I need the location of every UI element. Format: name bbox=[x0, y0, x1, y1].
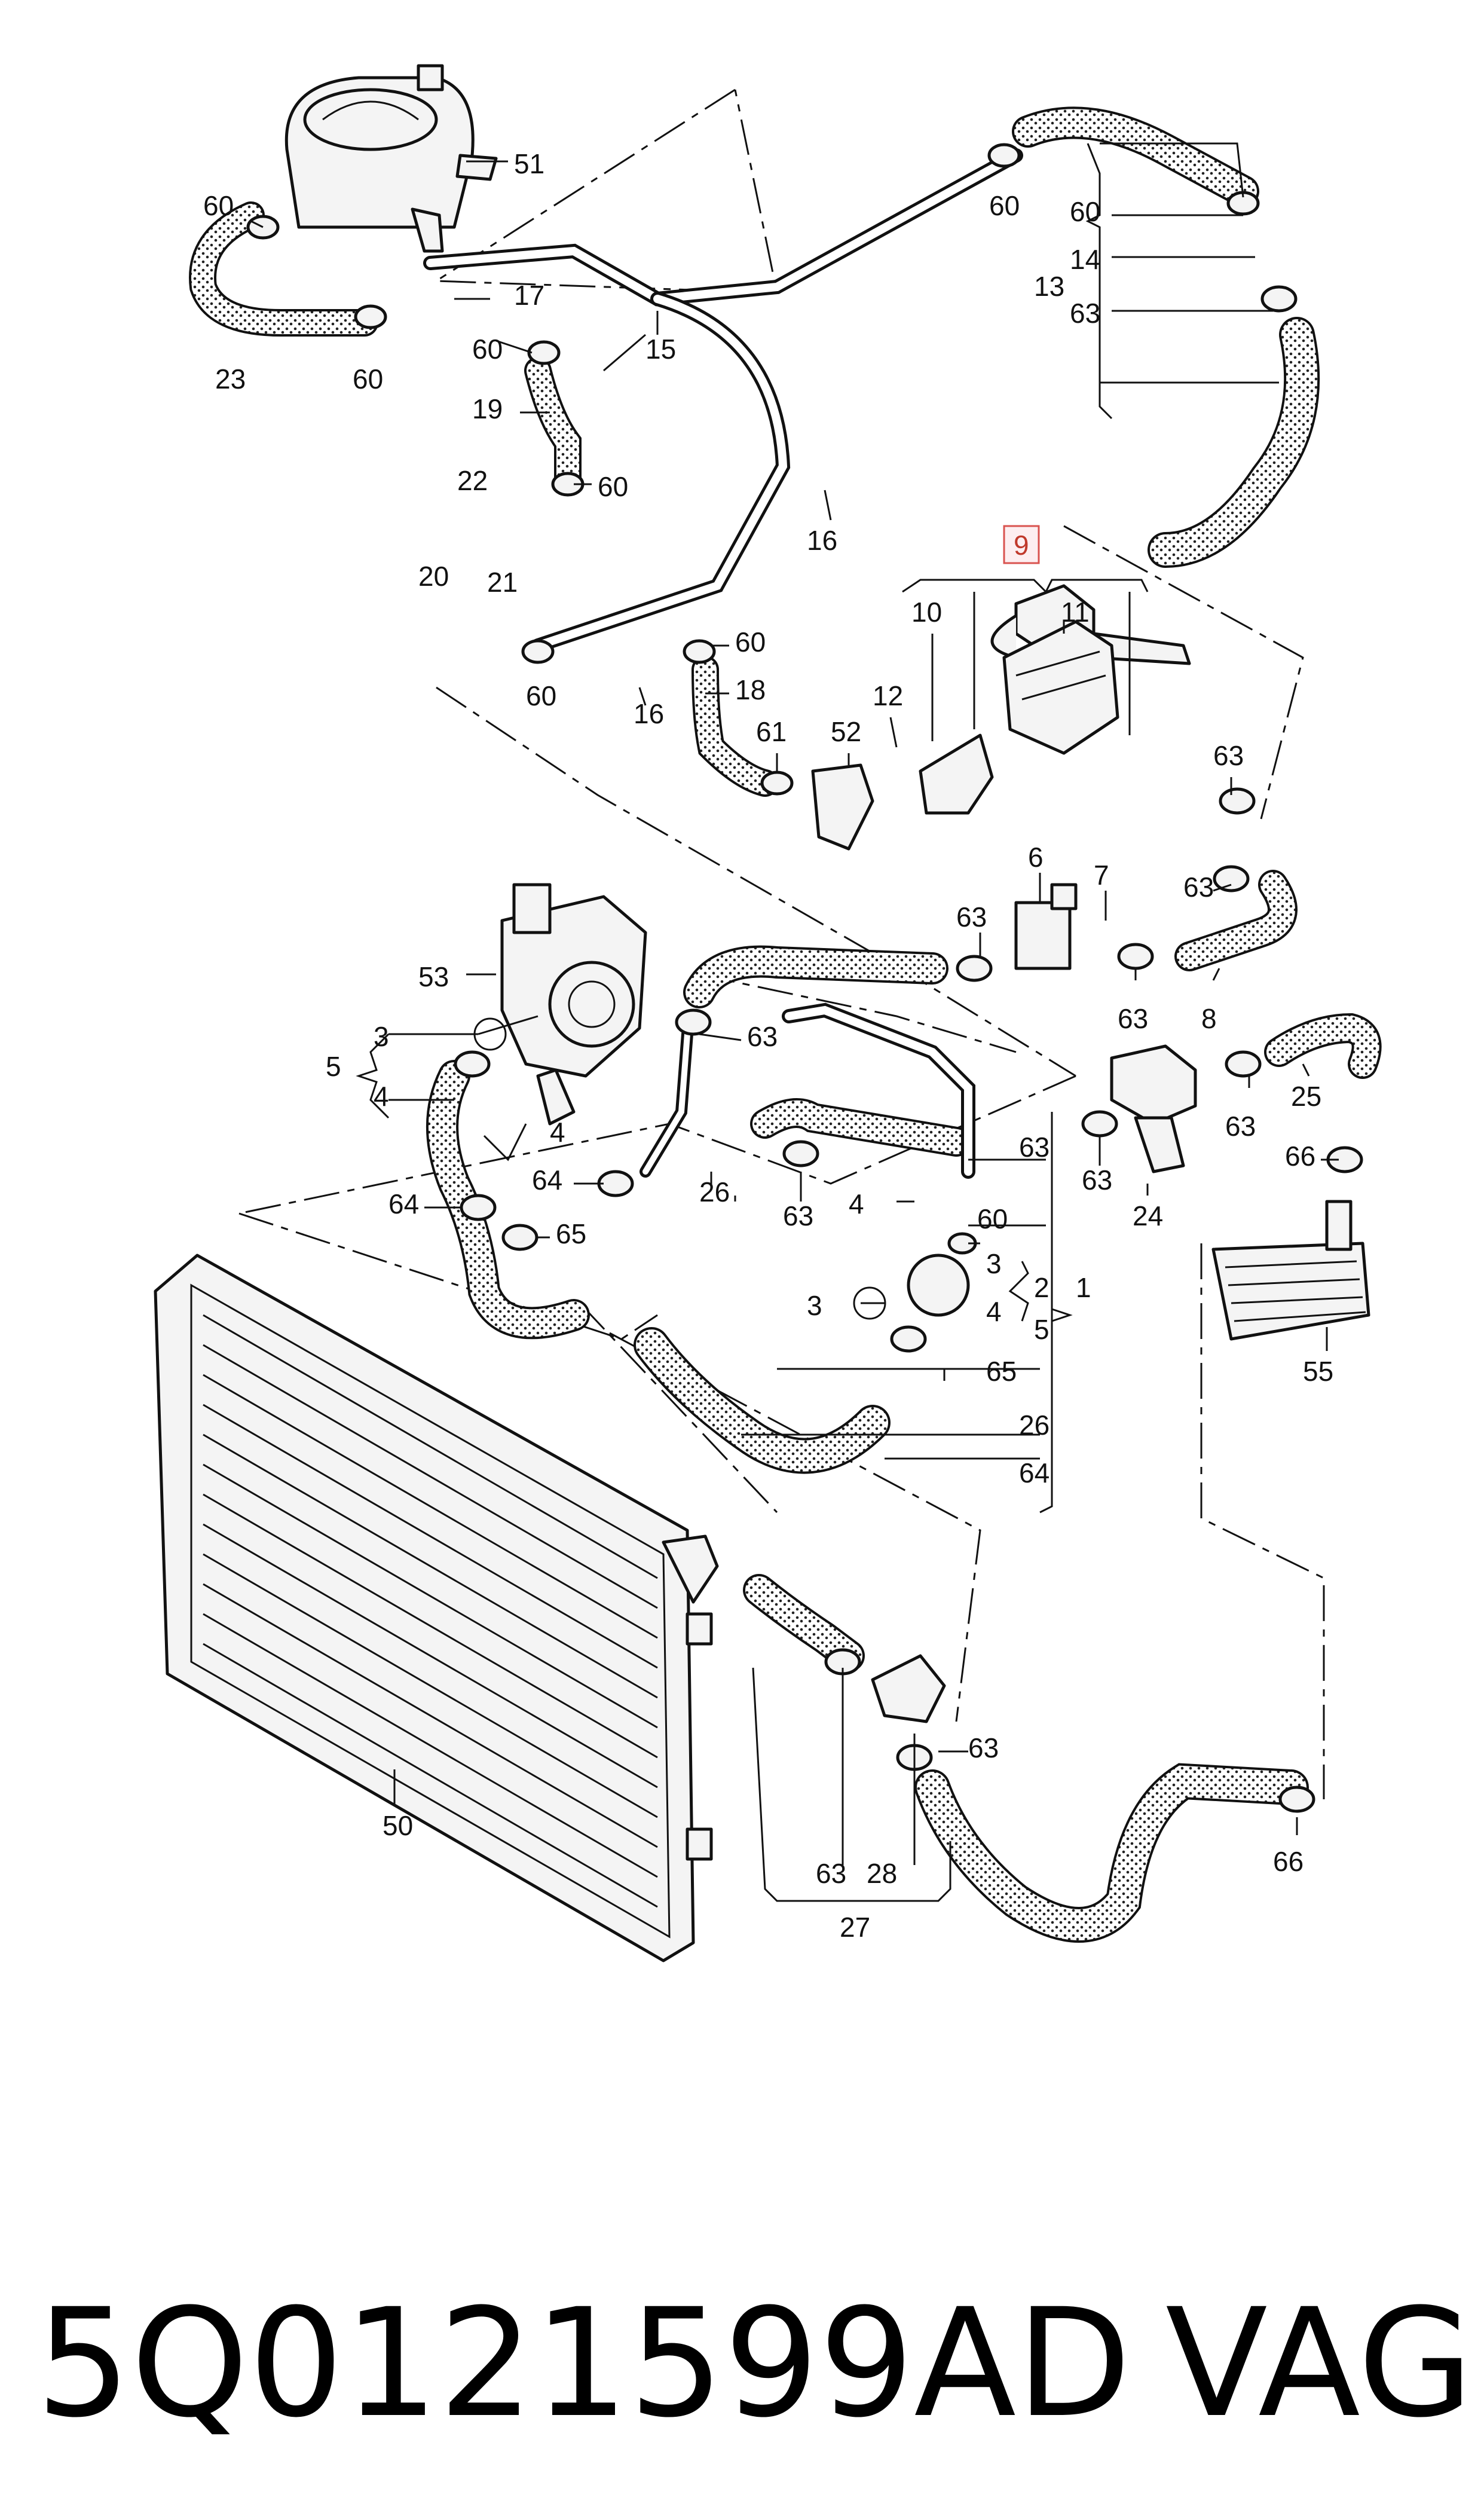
callout-22: 22 bbox=[457, 465, 488, 496]
callout-50: 50 bbox=[383, 1810, 413, 1841]
callout-63: 63 bbox=[1019, 1132, 1049, 1163]
callout-3: 3 bbox=[807, 1290, 822, 1321]
oil-cooler bbox=[1211, 1200, 1370, 1341]
callout-63: 63 bbox=[1183, 872, 1214, 903]
callout-16: 16 bbox=[807, 525, 837, 556]
callout-16: 16 bbox=[634, 698, 664, 729]
sensor-52 bbox=[811, 763, 874, 851]
callout-2: 2 bbox=[1034, 1272, 1049, 1303]
callout-18: 18 bbox=[735, 674, 766, 705]
pump-insulation-11 bbox=[1002, 620, 1119, 755]
callout-63: 63 bbox=[1118, 1003, 1148, 1034]
brand: VAG bbox=[1165, 2276, 1473, 2450]
callout-64: 64 bbox=[388, 1188, 419, 1219]
callout-3: 3 bbox=[374, 1021, 389, 1052]
callout-5: 5 bbox=[1034, 1314, 1049, 1345]
footer: 5Q0121599AD VAG bbox=[36, 2276, 1473, 2450]
callout-64: 64 bbox=[1019, 1457, 1049, 1488]
callout-24: 24 bbox=[1133, 1200, 1163, 1231]
callout-60: 60 bbox=[598, 471, 628, 502]
callout-4: 4 bbox=[986, 1296, 1002, 1327]
callout-21: 21 bbox=[487, 567, 518, 598]
callout-63: 63 bbox=[1213, 740, 1244, 771]
callout-26: 26 bbox=[699, 1176, 730, 1207]
callout-7: 7 bbox=[1094, 860, 1109, 891]
callout-labels: 51 60 23 60 17 60 15 19 22 60 16 20 21 6… bbox=[203, 148, 1333, 1943]
valve-6 bbox=[1014, 883, 1078, 970]
callout-63: 63 bbox=[783, 1200, 813, 1231]
callout-63: 63 bbox=[956, 901, 987, 933]
callout-60: 60 bbox=[1070, 196, 1100, 227]
callout-55: 55 bbox=[1303, 1356, 1333, 1387]
radiator-fins bbox=[203, 1314, 658, 1908]
callout-63: 63 bbox=[1082, 1164, 1112, 1196]
coolant-expansion-tank bbox=[284, 64, 498, 253]
callout-60: 60 bbox=[977, 1203, 1008, 1234]
connector-28 bbox=[871, 1654, 946, 1723]
pipes bbox=[423, 148, 1023, 1179]
callout-27: 27 bbox=[840, 1912, 870, 1943]
callout-52: 52 bbox=[831, 716, 861, 747]
callout-13: 13 bbox=[1034, 271, 1064, 302]
highlighted-callout-9[interactable]: 9 bbox=[1003, 525, 1040, 564]
callout-5: 5 bbox=[326, 1051, 341, 1082]
callout-63: 63 bbox=[816, 1858, 846, 1889]
bracket-10 bbox=[919, 733, 994, 815]
callout-25: 25 bbox=[1291, 1081, 1321, 1112]
callout-65: 65 bbox=[556, 1218, 586, 1249]
callout-66: 66 bbox=[1285, 1141, 1315, 1172]
callout-4: 4 bbox=[374, 1081, 389, 1112]
thermostat-housing bbox=[500, 883, 647, 1126]
callout-63: 63 bbox=[968, 1732, 999, 1763]
coolant-pump-24 bbox=[1110, 1044, 1197, 1173]
callout-60: 60 bbox=[735, 626, 766, 658]
callout-4: 4 bbox=[849, 1188, 864, 1219]
callout-10: 10 bbox=[911, 597, 942, 628]
callout-28: 28 bbox=[867, 1858, 897, 1889]
callout-17: 17 bbox=[514, 280, 544, 311]
callout-4: 4 bbox=[550, 1117, 565, 1148]
hose-clamps bbox=[246, 143, 1363, 1813]
callout-53: 53 bbox=[418, 961, 449, 992]
callout-63: 63 bbox=[1070, 298, 1100, 329]
radiator bbox=[154, 1254, 719, 1962]
callout-60: 60 bbox=[526, 680, 556, 711]
callout-64: 64 bbox=[532, 1164, 562, 1196]
callout-63: 63 bbox=[747, 1021, 778, 1052]
callout-66: 66 bbox=[1273, 1846, 1304, 1877]
callout-60: 60 bbox=[203, 190, 234, 221]
callout-61: 61 bbox=[756, 716, 787, 747]
callout-65: 65 bbox=[986, 1356, 1017, 1387]
callout-6: 6 bbox=[1028, 842, 1044, 873]
callout-11: 11 bbox=[1061, 597, 1090, 628]
leader-lines bbox=[250, 142, 1339, 1902]
highlight-box bbox=[1003, 525, 1040, 564]
callout-1: 1 bbox=[1076, 1272, 1091, 1303]
callout-60: 60 bbox=[989, 190, 1020, 221]
callout-3: 3 bbox=[986, 1248, 1002, 1279]
callout-8: 8 bbox=[1201, 1003, 1217, 1034]
callout-14: 14 bbox=[1070, 244, 1100, 275]
callout-51: 51 bbox=[514, 148, 544, 179]
callout-12: 12 bbox=[873, 680, 903, 711]
callout-26: 26 bbox=[1019, 1410, 1049, 1441]
callout-15: 15 bbox=[645, 334, 676, 365]
callout-20: 20 bbox=[418, 561, 449, 592]
part-number: 5Q0121599AD bbox=[36, 2276, 1131, 2450]
callout-63: 63 bbox=[1225, 1111, 1256, 1142]
callout-19: 19 bbox=[472, 393, 503, 424]
callout-60: 60 bbox=[472, 334, 503, 365]
callout-9: 9 bbox=[1014, 530, 1029, 561]
callout-60: 60 bbox=[353, 363, 383, 395]
callout-23: 23 bbox=[215, 363, 246, 395]
